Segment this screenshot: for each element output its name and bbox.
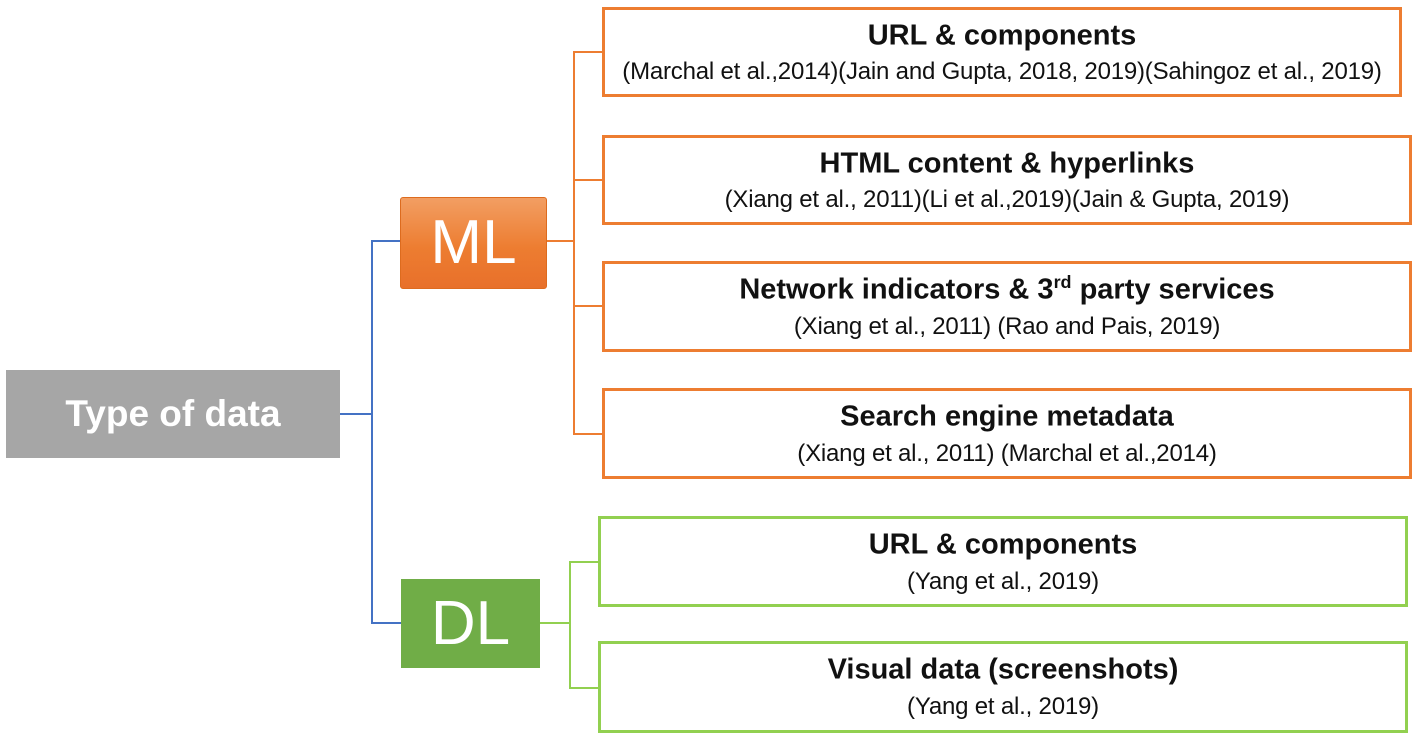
leaf-title-text: Network indicators & 3 <box>739 273 1054 306</box>
connector-ml-to-box3 <box>573 305 603 307</box>
leaf-title-text: Visual data (screenshots) <box>827 654 1179 686</box>
leaf-box-ml-search-engine-metadata: Search engine metadata (Xiang et al., 20… <box>602 388 1412 479</box>
connector-ml-to-box2 <box>573 179 603 181</box>
branch-node-ml: ML <box>400 197 547 289</box>
leaf-title-text: HTML content & hyperlinks <box>819 147 1195 180</box>
connector-dl-trunk <box>569 561 571 689</box>
dl-node-label: DL <box>430 588 511 658</box>
connector-root-trunk <box>371 240 373 624</box>
leaf-title: Visual data (screenshots) <box>828 653 1179 687</box>
root-node-type-of-data: Type of data <box>6 370 340 458</box>
connector-ml-to-box4 <box>573 433 603 435</box>
connector-ml-to-box1 <box>573 51 603 53</box>
connector-ml-stub <box>545 240 575 242</box>
leaf-box-ml-url-components: URL & components (Marchal et al.,2014)(J… <box>602 7 1402 97</box>
leaf-box-dl-visual-data-screenshots: Visual data (screenshots) (Yang et al., … <box>598 641 1408 733</box>
leaf-title: URL & components <box>869 528 1138 562</box>
connector-dl-stub <box>540 622 571 624</box>
leaf-title: Search engine metadata <box>840 400 1174 434</box>
leaf-box-ml-html-content-hyperlinks: HTML content & hyperlinks (Xiang et al.,… <box>602 135 1412 225</box>
leaf-title-text: URL & components <box>867 19 1137 52</box>
leaf-title-text: Search engine metadata <box>840 400 1174 433</box>
connector-root-to-ml <box>371 240 401 242</box>
leaf-citation: (Yang et al., 2019) <box>907 567 1099 595</box>
leaf-citation: (Marchal et al.,2014)(Jain and Gupta, 20… <box>622 57 1382 85</box>
leaf-box-dl-url-components: URL & components (Yang et al., 2019) <box>598 516 1408 607</box>
connector-dl-to-box2 <box>569 687 599 689</box>
connector-dl-to-box1 <box>569 561 599 563</box>
leaf-title: Network indicators & 3rd party services <box>739 272 1275 307</box>
leaf-citation: (Yang et al., 2019) <box>907 693 1099 721</box>
ml-node-label: ML <box>430 208 517 277</box>
leaf-title: URL & components <box>868 19 1137 53</box>
leaf-title: HTML content & hyperlinks <box>820 147 1195 181</box>
connector-ml-trunk <box>573 51 575 435</box>
leaf-title-text-after: party services <box>1071 273 1275 306</box>
leaf-title-text: URL & components <box>868 528 1138 561</box>
leaf-title-superscript: rd <box>1053 272 1072 293</box>
leaf-citation: (Xiang et al., 2011) (Rao and Pais, 2019… <box>793 312 1221 340</box>
leaf-citation: (Xiang et al., 2011)(Li et al.,2019)(Jai… <box>724 185 1290 213</box>
leaf-box-ml-network-indicators: Network indicators & 3rd party services … <box>602 261 1412 352</box>
connector-root-to-dl <box>371 622 402 624</box>
connector-root-stub <box>340 413 373 415</box>
branch-node-dl: DL <box>401 579 540 668</box>
root-node-label: Type of data <box>65 393 281 434</box>
leaf-citation: (Xiang et al., 2011) (Marchal et al.,201… <box>797 439 1217 467</box>
